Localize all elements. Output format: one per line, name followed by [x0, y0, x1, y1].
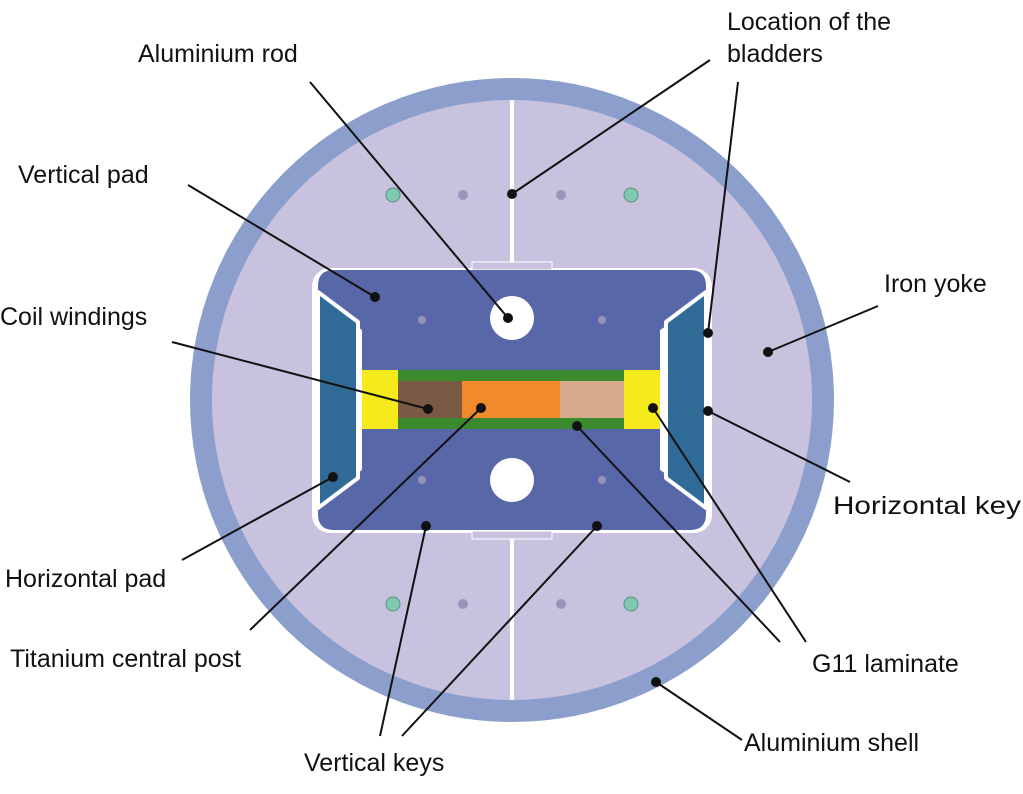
leader-vertical-pad — [187, 184, 376, 298]
leader-dot — [421, 521, 431, 531]
bladder-hole — [385, 187, 401, 203]
leader-coil-windings — [171, 341, 429, 410]
label-coil-windings: Coil windings — [0, 303, 147, 331]
label-aluminium-rod: Aluminium rod — [138, 40, 298, 68]
label-aluminium-shell: Aluminium shell — [744, 729, 919, 757]
yoke-split-top — [510, 100, 514, 262]
label-horizontal-pad: Horizontal pad — [5, 565, 166, 593]
leader-dot — [476, 403, 486, 413]
yoke-pin — [556, 190, 566, 200]
leader-vertical-keys-a — [379, 525, 427, 737]
label-vertical-keys: Vertical keys — [304, 749, 444, 777]
pad-pin — [598, 316, 606, 324]
leader-g11-laminate-b — [652, 407, 807, 643]
leader-dot — [328, 472, 338, 482]
pad-pin — [418, 316, 426, 324]
horizontal-pad-left — [316, 290, 360, 510]
pad-pin — [418, 476, 426, 484]
yoke-pin — [458, 190, 468, 200]
horizontal-key-right — [624, 370, 660, 429]
coil-windings-right — [560, 381, 624, 418]
leader-dot — [370, 292, 380, 302]
vertical-key-bottom — [471, 530, 553, 540]
bladder-hole — [623, 187, 639, 203]
label-vertical-pad: Vertical pad — [18, 161, 149, 189]
leader-dot — [503, 313, 513, 323]
g11-laminate-top — [396, 370, 626, 381]
leader-dot — [572, 421, 582, 431]
yoke-pin — [458, 599, 468, 609]
leader-bladders-side — [707, 81, 739, 334]
leader-bladders-center — [511, 59, 711, 195]
vertical-key-top — [471, 261, 553, 271]
leader-dot — [703, 328, 713, 338]
label-bladders-line2: bladders — [727, 40, 823, 68]
leader-titanium-post — [249, 407, 482, 631]
leader-g11-laminate-a — [576, 425, 781, 643]
pad-pin — [598, 476, 606, 484]
label-iron-yoke: Iron yoke — [884, 270, 987, 298]
leader-aluminium-rod — [309, 81, 509, 319]
leader-horizontal-key — [707, 410, 851, 483]
leader-vertical-keys-b — [401, 525, 598, 737]
leader-iron-yoke — [767, 305, 879, 353]
bladder-hole — [623, 596, 639, 612]
leader-dot — [592, 521, 602, 531]
label-horizontal-key: Horizontal key — [833, 492, 1022, 520]
leader-dot — [507, 189, 517, 199]
leader-horizontal-pad — [181, 476, 334, 561]
horizontal-pad-right — [664, 290, 708, 510]
g11-laminate-bottom — [396, 418, 626, 429]
leader-dot — [763, 347, 773, 357]
label-g11-laminate: G11 laminate — [812, 650, 959, 678]
bladder-hole — [385, 596, 401, 612]
label-titanium-central-post: Titanium central post — [10, 645, 241, 673]
leader-dot — [423, 404, 433, 414]
leader-aluminium-shell — [655, 681, 743, 741]
leader-dot — [651, 677, 661, 687]
aluminium-rod-bottom — [490, 458, 534, 502]
leader-dot — [648, 403, 658, 413]
leader-dot — [703, 406, 713, 416]
yoke-pin — [556, 599, 566, 609]
label-bladders-line1: Location of the — [727, 8, 891, 36]
